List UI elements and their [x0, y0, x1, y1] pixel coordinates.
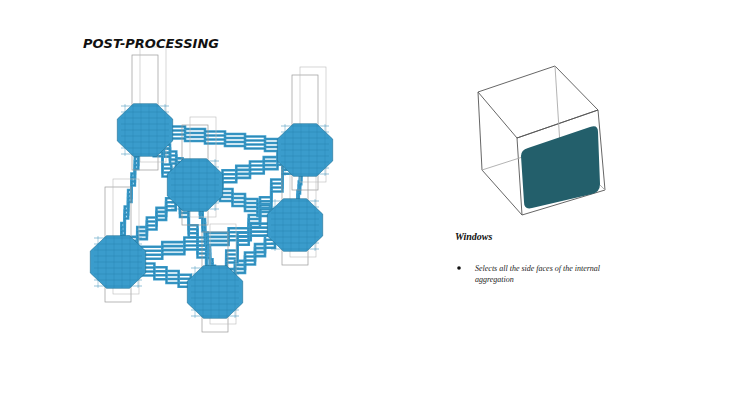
- bullet-text: Selects all the side faces of the intern…: [475, 263, 635, 285]
- aggregation-drawing: [90, 47, 332, 332]
- section-heading: Windows: [455, 231, 492, 242]
- window-cube: [478, 66, 605, 215]
- bullet: [457, 266, 461, 270]
- title: POST-PROCESSING: [83, 36, 219, 51]
